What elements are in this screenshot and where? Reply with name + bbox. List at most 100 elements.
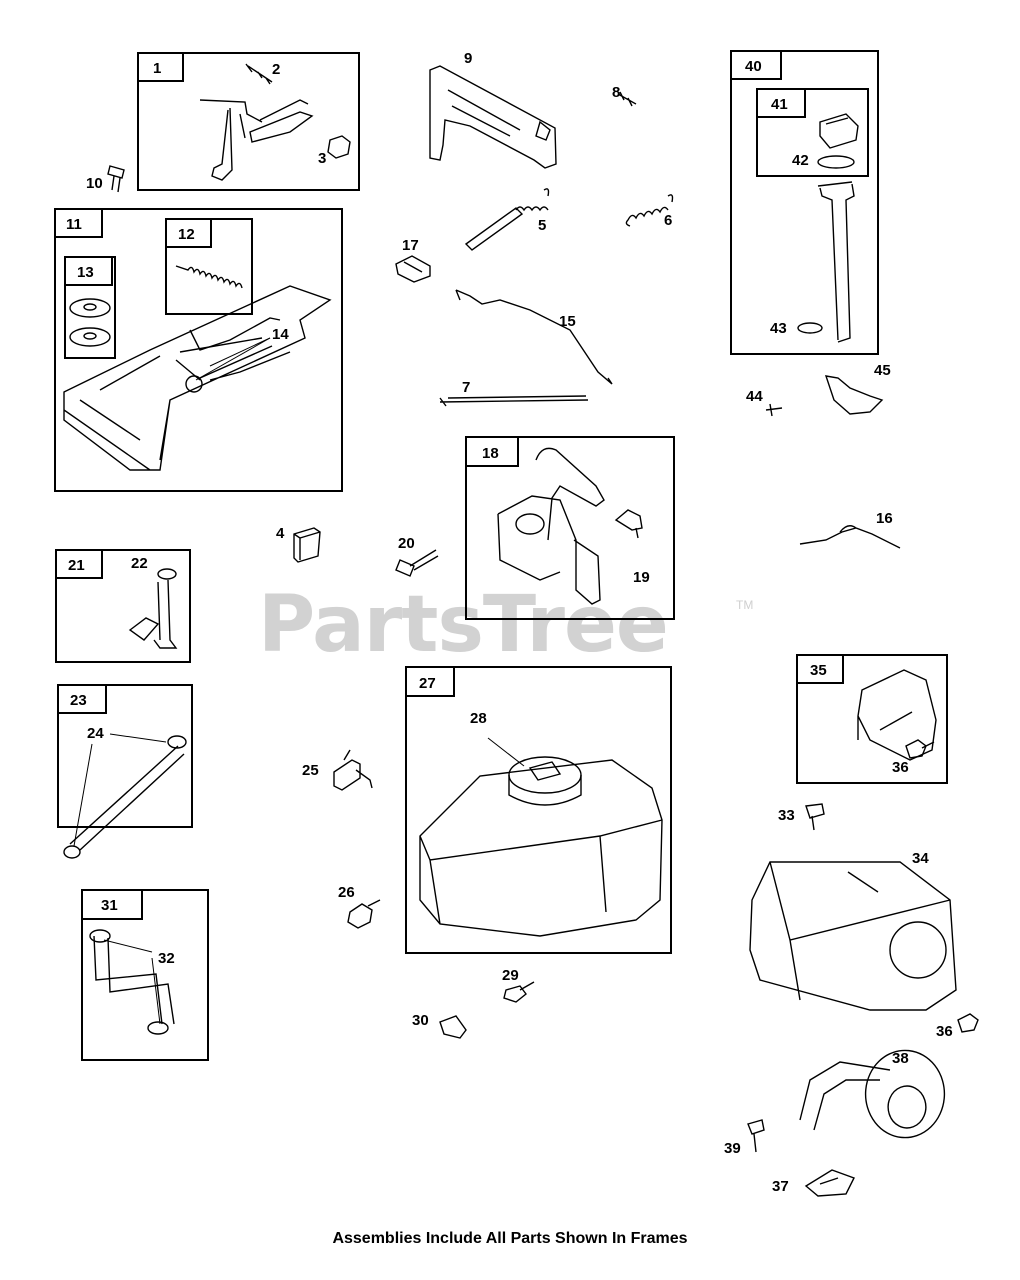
screw-39-drawing	[747, 1119, 765, 1153]
tube-21-drawing	[153, 579, 178, 649]
callout-7: 7	[462, 379, 470, 396]
frame-27-box	[405, 666, 672, 954]
spring-12-drawing	[175, 265, 243, 289]
callout-37: 37	[772, 1178, 789, 1195]
clamp-32a-drawing	[89, 929, 111, 943]
callout-6: 6	[664, 212, 672, 229]
spring-5-drawing	[464, 188, 550, 251]
callout-22: 22	[131, 555, 148, 572]
callout-36-base: 36	[936, 1023, 953, 1040]
frame-40-box	[730, 50, 879, 355]
callout-2: 2	[272, 61, 280, 78]
leader-32a	[103, 939, 153, 953]
oring-43-drawing	[797, 322, 823, 334]
intake-elbow-38-drawing	[799, 1049, 946, 1139]
clamp-32b-drawing	[147, 1021, 169, 1035]
screw-44-drawing	[765, 403, 783, 417]
callout-20: 20	[398, 535, 415, 552]
callout-24: 24	[87, 725, 104, 742]
fuel-line-23-drawing	[69, 745, 185, 851]
callout-4: 4	[276, 525, 285, 542]
callout-34: 34	[912, 850, 929, 867]
frame-41-box	[756, 88, 869, 177]
washer-13a-drawing	[69, 298, 111, 318]
frame-11-label: 11	[66, 216, 82, 233]
screw-36a-drawing	[905, 739, 935, 759]
callout-36-cover: 36	[892, 759, 909, 776]
frame-11-tab	[54, 208, 103, 238]
screw-33-drawing	[805, 803, 825, 831]
frame-1-box	[137, 52, 360, 191]
callout-44: 44	[746, 388, 763, 405]
gasket-37-drawing	[804, 1169, 855, 1197]
frame-18-box	[465, 436, 675, 620]
shutoff-valve-25-drawing	[333, 749, 373, 791]
washer-13b-hole	[83, 332, 97, 340]
fitting-26-drawing	[347, 899, 381, 929]
nut-3-drawing	[327, 135, 351, 159]
bracket-21-drawing	[128, 617, 160, 641]
frame-23-tab	[57, 684, 107, 714]
frame-21-tab	[55, 549, 103, 579]
wire-16-drawing	[799, 525, 901, 549]
clamp-24b-drawing	[167, 735, 187, 749]
dipstick-tube-40-drawing	[817, 181, 855, 343]
screw-8-drawing	[617, 91, 637, 107]
fuel-tank-27-drawing	[419, 759, 663, 937]
callout-14: 14	[272, 326, 289, 343]
frame-1-tab	[137, 52, 184, 82]
callout-9: 9	[464, 50, 472, 67]
frame-27-label: 27	[419, 675, 436, 692]
frames-note: Assemblies Include All Parts Shown In Fr…	[332, 1230, 688, 1247]
leader-24b	[73, 743, 93, 847]
frame-23-box	[57, 684, 193, 828]
clip-17-drawing	[395, 255, 431, 283]
frame-41-tab	[756, 88, 806, 118]
callout-42: 42	[792, 152, 809, 169]
frame-13-label: 13	[77, 264, 94, 281]
frame-18-label: 18	[482, 445, 499, 462]
callout-10: 10	[86, 175, 103, 192]
frame-31-label: 31	[101, 897, 118, 914]
leader-24a	[109, 733, 167, 743]
frame-35-tab	[796, 654, 844, 684]
frame-23-label: 23	[70, 692, 87, 709]
watermark-trademark: TM	[736, 598, 754, 612]
breather-tube-31-drawing	[93, 935, 175, 1025]
callout-19: 19	[633, 569, 650, 586]
block-4-drawing	[293, 527, 321, 563]
frame-12-tab	[165, 218, 212, 248]
leader-14b	[195, 337, 271, 381]
callout-5: 5	[538, 217, 546, 234]
cover-35-drawing	[857, 669, 937, 761]
callout-39: 39	[724, 1140, 741, 1157]
frame-41-label: 41	[771, 96, 788, 113]
armature-18-drawing	[497, 447, 605, 605]
screw-29-drawing	[503, 981, 535, 1003]
screw-2-drawing	[245, 63, 273, 85]
fuel-cap-28-neck	[508, 761, 582, 806]
governor-link-14-drawing	[179, 337, 273, 393]
callout-17: 17	[402, 237, 419, 254]
frame-35-label: 35	[810, 662, 827, 679]
callout-15: 15	[559, 313, 576, 330]
callout-29: 29	[502, 967, 519, 984]
frame-18-tab	[465, 436, 519, 467]
leader-32b	[151, 957, 161, 1025]
leader-28	[487, 737, 525, 767]
callout-45: 45	[874, 362, 891, 379]
washer-13a-hole	[83, 303, 97, 311]
callout-33: 33	[778, 807, 795, 824]
frame-21-label: 21	[68, 557, 85, 574]
screw-10-drawing	[107, 165, 125, 193]
base-34-drawing	[749, 861, 957, 1011]
grommet-22-drawing	[157, 568, 177, 580]
governor-lever-drawing	[199, 99, 314, 181]
link-15-drawing	[455, 289, 613, 385]
callout-32: 32	[158, 950, 175, 967]
rod-7-drawing	[439, 395, 589, 407]
frame-40-tab	[730, 50, 782, 80]
frame-40-label: 40	[745, 58, 762, 75]
control-plate-drawing	[63, 285, 332, 471]
callout-26: 26	[338, 884, 355, 901]
